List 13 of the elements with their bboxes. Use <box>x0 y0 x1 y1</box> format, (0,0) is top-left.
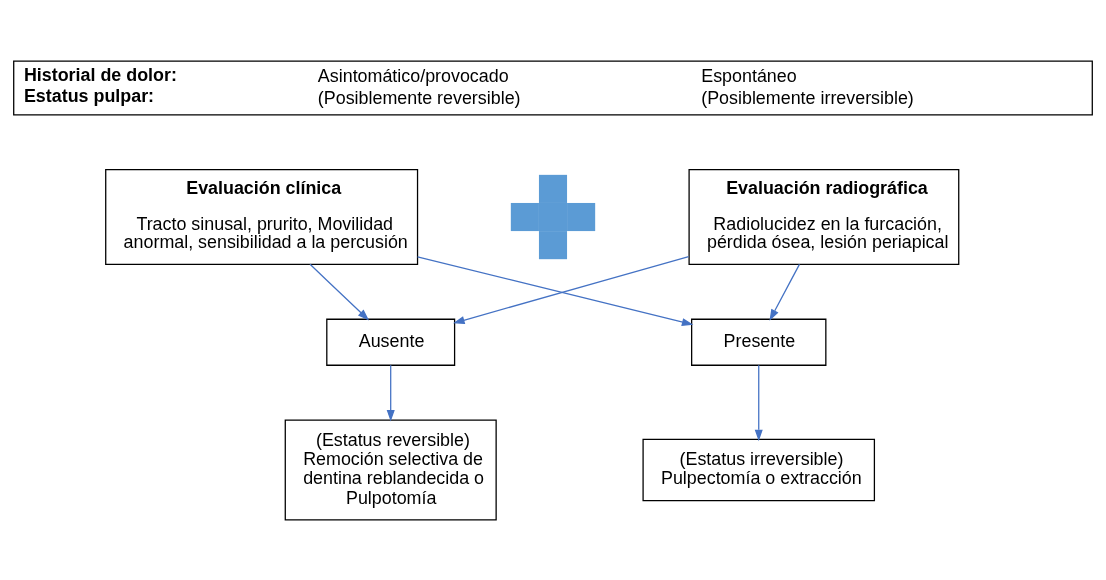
arrow <box>453 255 690 324</box>
node-box: Ausente <box>326 318 456 366</box>
node-box: Evaluación radiográfica Radiolucidez en la furcación, pérdida ósea, lesión periapical <box>688 168 960 265</box>
node-box: (Estatus reversible) Remoción selectiva de dentina reblandecida o Pulpotomía <box>284 419 497 521</box>
node-box: Evaluación clínica Tracto sinusal, prurito, Movilidad anormal, sensibilidad a la percusión <box>105 168 419 265</box>
arrow <box>309 263 370 320</box>
arrow <box>754 364 763 441</box>
node-box: Historial de dolor: Asintomático/provocado Espontáneo Estatus pulpar: (Posiblemente reversible) (Posiblemente irreversible) <box>13 59 1093 115</box>
node-box: (Estatus irreversible) Pulpectomía o extracción <box>642 438 876 501</box>
node-box: Presente <box>691 318 827 366</box>
arrow <box>769 263 801 321</box>
arrow <box>386 364 395 422</box>
arrow <box>416 255 694 326</box>
